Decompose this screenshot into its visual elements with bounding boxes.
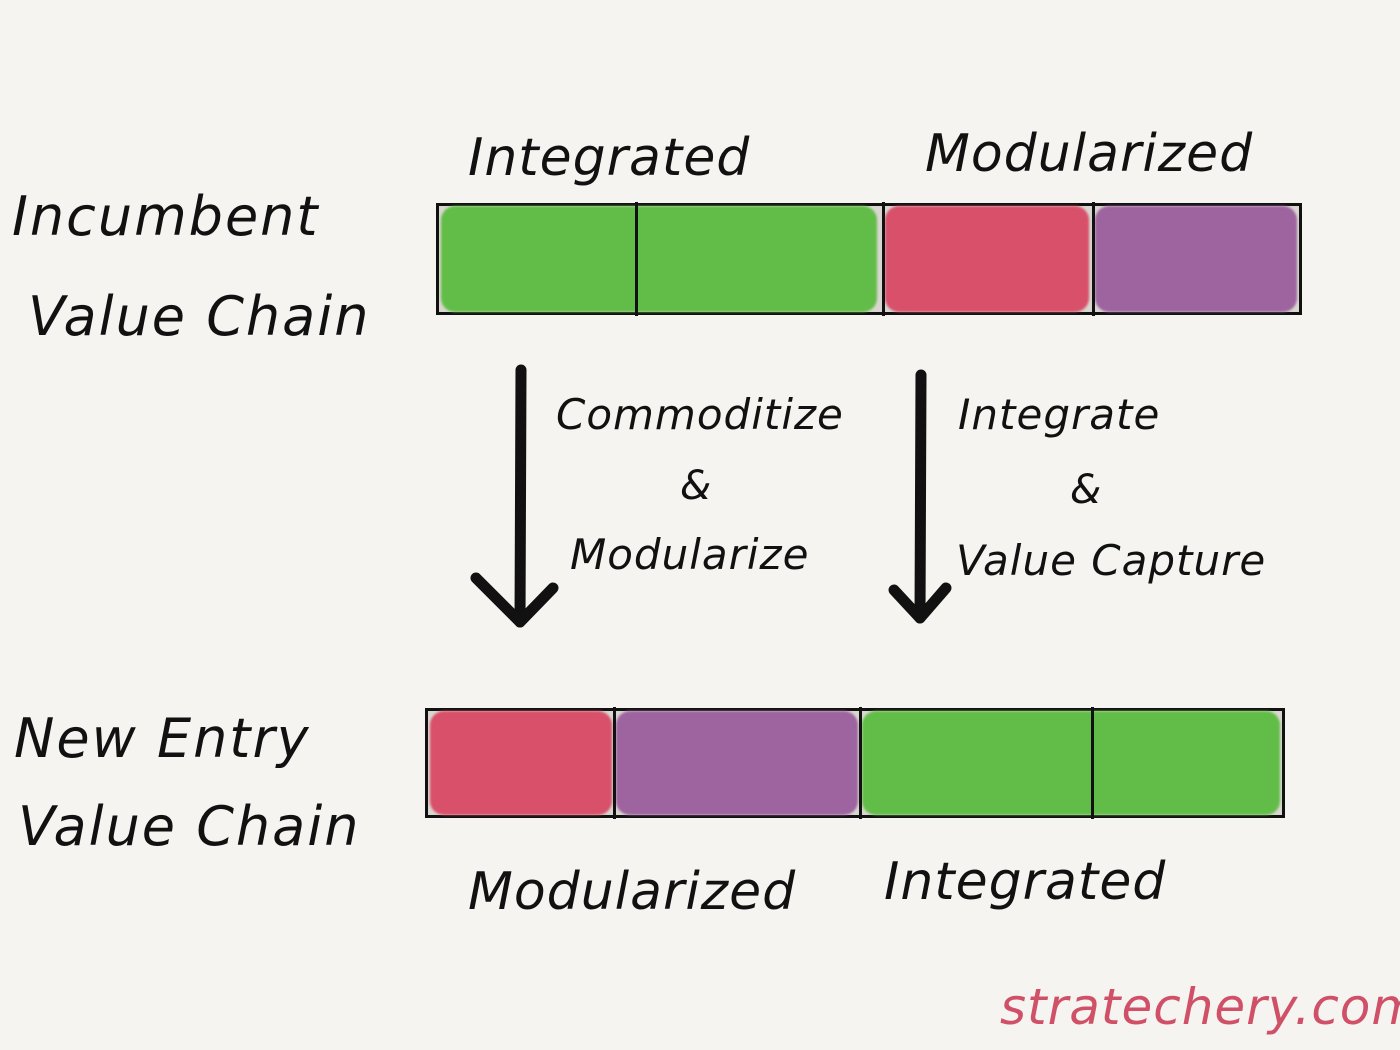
left-down-arrow [470,364,559,628]
incumbent-segment-red [885,206,1089,312]
incumbent-label-line1: Incumbent [12,185,320,248]
incumbent-segment-green [441,206,877,312]
site-watermark: stratechery.com [1000,978,1400,1036]
new-entry-label-line2: Value Chain [18,795,361,858]
new-entry-modularized-label: Modularized [468,862,797,922]
incumbent-divider-3 [1092,202,1095,316]
incumbent-modularized-label: Modularized [925,124,1254,184]
new-entry-divider-3 [1091,707,1094,819]
incumbent-label-line2: Value Chain [28,285,371,348]
incumbent-divider-2 [882,202,885,316]
new-entry-segment-green [862,711,1280,815]
integrate-label: Integrate [958,390,1161,439]
incumbent-divider-1 [635,202,638,316]
new-entry-integrated-label: Integrated [884,852,1167,912]
value-capture-label: Value Capture [956,536,1267,585]
right-ampersand: & [1070,467,1103,513]
new-entry-segment-purple [616,711,858,815]
incumbent-value-chain-bar [436,202,1302,316]
new-entry-segment-red [430,711,612,815]
incumbent-integrated-label: Integrated [468,128,751,188]
new-entry-value-chain-bar [425,707,1285,819]
new-entry-divider-1 [613,707,616,819]
incumbent-segment-purple [1095,206,1297,312]
right-down-arrow [888,369,952,624]
new-entry-divider-2 [859,707,862,819]
new-entry-label-line1: New Entry [14,707,311,770]
commoditize-label: Commoditize [556,390,844,439]
modularize-label: Modularize [570,530,810,579]
left-ampersand: & [680,463,713,509]
